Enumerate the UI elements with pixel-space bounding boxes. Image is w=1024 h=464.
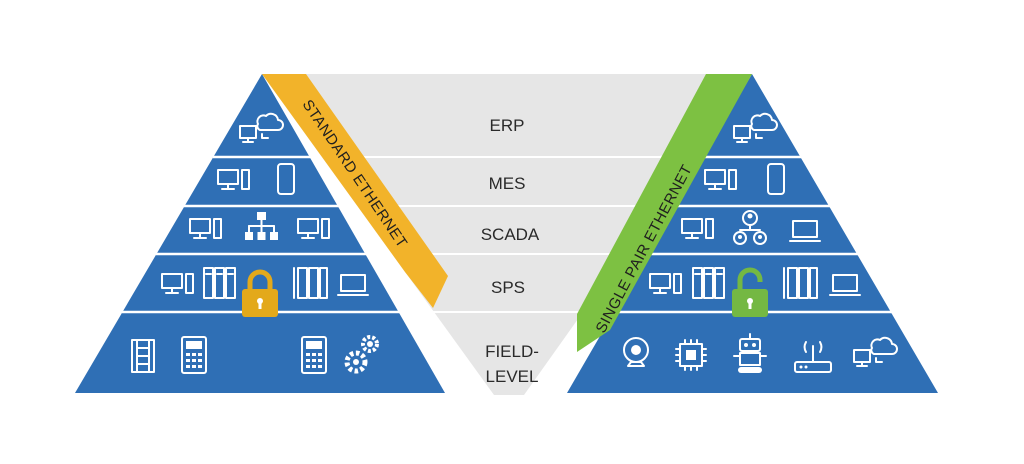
desktop-icon bbox=[217, 169, 250, 190]
layer-label-scada: SCADA bbox=[481, 225, 540, 244]
network-icon bbox=[245, 212, 278, 240]
server-rack-icon bbox=[203, 267, 236, 299]
desktop-icon bbox=[704, 169, 737, 190]
center-layers-panel bbox=[262, 74, 752, 395]
users-network-icon bbox=[733, 210, 767, 245]
layer-label-erp: ERP bbox=[490, 116, 525, 135]
cloud-computer-icon bbox=[239, 112, 284, 143]
layer-label-sps: SPS bbox=[491, 278, 525, 297]
laptop-icon bbox=[789, 220, 821, 242]
gears-icon bbox=[344, 335, 379, 374]
server-rack-icon bbox=[783, 267, 818, 299]
desktop-icon bbox=[297, 218, 330, 239]
server-rack-icon bbox=[692, 267, 725, 299]
router-icon bbox=[794, 341, 832, 373]
lock-open-icon bbox=[732, 267, 768, 317]
io-module-icon bbox=[131, 339, 155, 373]
smartphone-icon bbox=[767, 163, 785, 195]
laptop-icon bbox=[337, 274, 369, 296]
desktop-icon bbox=[649, 273, 682, 294]
calculator-icon bbox=[181, 336, 207, 374]
desktop-icon bbox=[189, 218, 222, 239]
chip-icon bbox=[675, 339, 707, 371]
desktop-icon bbox=[161, 273, 194, 294]
desktop-icon bbox=[681, 218, 714, 239]
layer-label-level: LEVEL bbox=[486, 367, 539, 386]
cloud-computer-icon bbox=[733, 112, 778, 143]
laptop-icon bbox=[829, 274, 861, 296]
robot-icon bbox=[733, 333, 767, 373]
smartphone-icon bbox=[277, 163, 295, 195]
calculator-icon bbox=[301, 336, 327, 374]
lock-closed-icon bbox=[242, 269, 278, 317]
layer-label-field: FIELD- bbox=[485, 342, 539, 361]
server-rack-icon bbox=[293, 267, 328, 299]
cloud-computer-icon bbox=[853, 336, 898, 367]
webcam-icon bbox=[623, 337, 649, 367]
layer-label-mes: MES bbox=[489, 174, 526, 193]
